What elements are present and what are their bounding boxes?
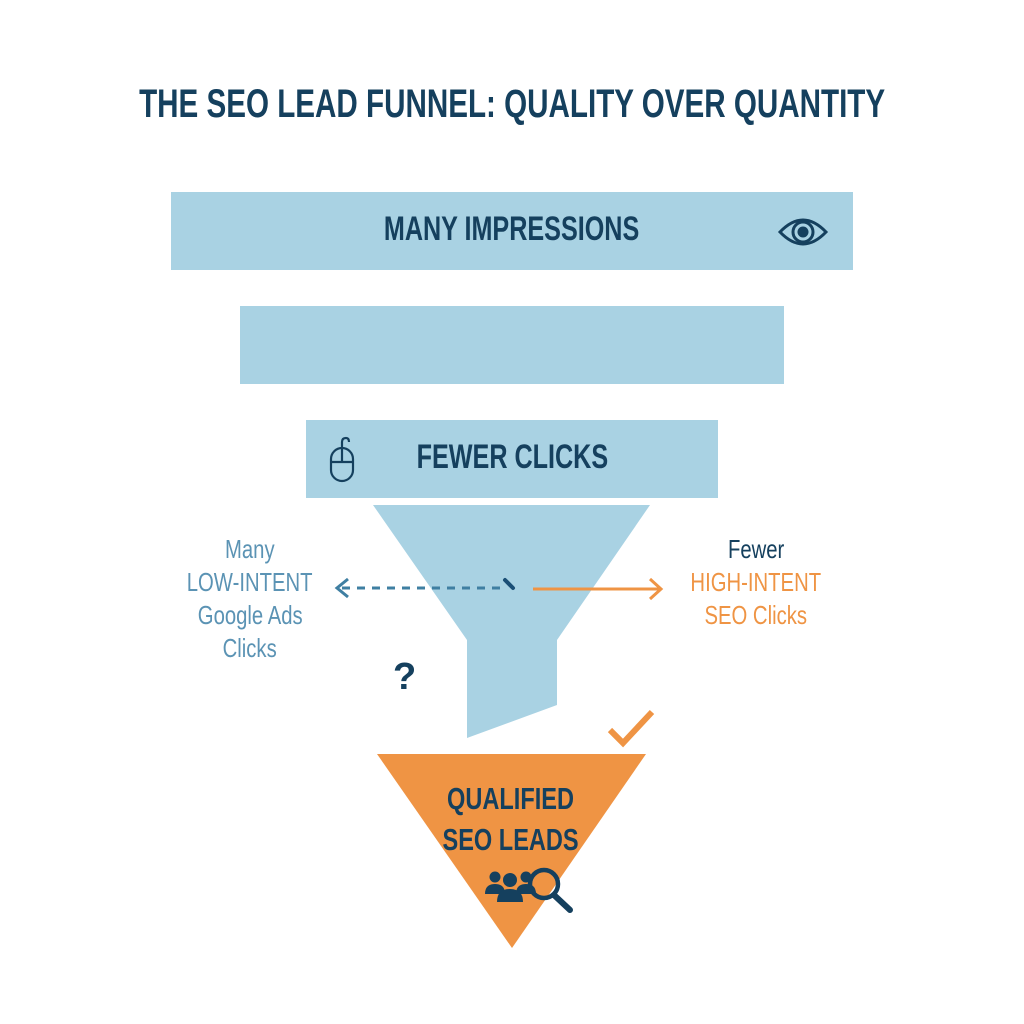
high-intent-annotation: Fewer HIGH-INTENT SEO Clicks bbox=[666, 533, 846, 632]
result-line: QUALIFIED bbox=[447, 781, 575, 816]
funnel-stage-impressions: MANY IMPRESSIONS bbox=[171, 192, 853, 270]
annotation-line: Many bbox=[225, 534, 275, 564]
question-mark-icon: ? bbox=[393, 656, 417, 698]
funnel-stage-middle bbox=[240, 306, 784, 384]
annotation-line: Fewer bbox=[727, 534, 785, 564]
eye-icon bbox=[777, 218, 829, 246]
result-line: SEO LEADS bbox=[442, 822, 580, 857]
stage-label: MANY IMPRESSIONS bbox=[384, 210, 640, 248]
stage-label: FEWER CLICKS bbox=[416, 438, 608, 476]
funnel-stage-clicks: FEWER CLICKS bbox=[306, 420, 718, 498]
annotation-line: Google Ads bbox=[197, 600, 303, 630]
check-icon bbox=[607, 709, 655, 748]
page-title: THE SEO LEAD FUNNEL: QUALITY OVER QUANTI… bbox=[138, 82, 886, 126]
low-intent-annotation: Many LOW-INTENT Google Ads Clicks bbox=[160, 533, 340, 665]
annotation-line: SEO Clicks bbox=[704, 600, 808, 630]
annotation-line: LOW-INTENT bbox=[187, 567, 313, 597]
annotation-line: Clicks bbox=[222, 633, 278, 663]
users-search-icon bbox=[485, 867, 573, 913]
mouse-icon bbox=[329, 436, 355, 483]
annotation-line: HIGH-INTENT bbox=[690, 567, 822, 597]
qualified-leads-label: QUALIFIED SEO LEADS bbox=[376, 778, 646, 860]
